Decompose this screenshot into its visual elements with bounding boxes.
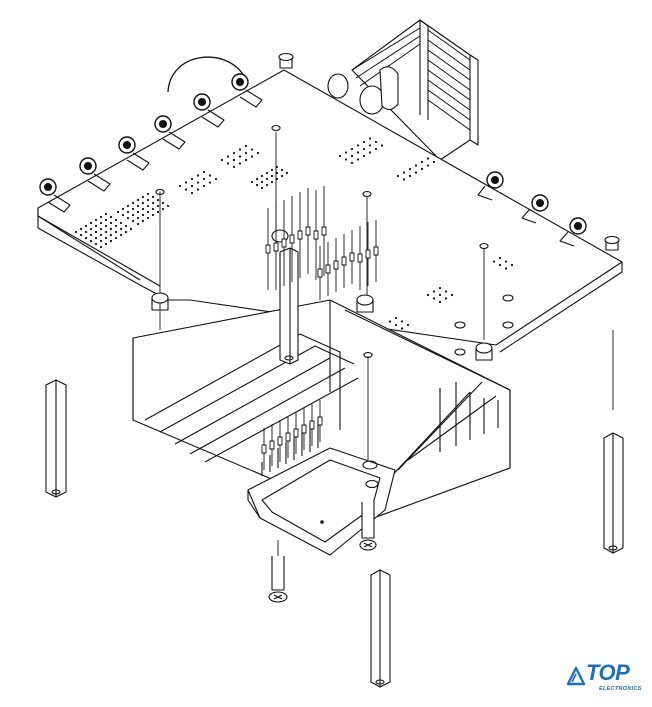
sma-connector-5 — [193, 93, 225, 128]
screw-module — [359, 502, 377, 551]
sma-connector-4 — [154, 115, 186, 150]
standoff-right — [603, 432, 624, 554]
standoff-bottom — [370, 569, 391, 688]
triangle-logo-icon — [566, 666, 586, 686]
mounting-post-top-right — [604, 235, 620, 251]
main-circuit-board — [37, 56, 623, 353]
sma-connector-6 — [231, 73, 263, 108]
brand-tagline: ELECTRONICS — [599, 686, 642, 692]
sma-connector-8 — [521, 194, 549, 224]
mounting-post-top — [278, 52, 294, 69]
rf-connectors-left — [39, 73, 263, 213]
rear-heatsink — [327, 19, 479, 161]
sma-connector-9 — [559, 217, 587, 247]
sma-connector-3 — [118, 136, 150, 171]
vertical-leads — [261, 186, 379, 470]
brand-name: TOP — [586, 660, 630, 685]
assembly-guide-lines — [159, 132, 614, 556]
power-module — [247, 418, 396, 556]
lower-heatsink — [132, 299, 511, 521]
standoff-center — [279, 247, 299, 365]
rf-connectors-right — [278, 52, 620, 251]
screw-bottom — [268, 556, 288, 603]
brand-logo: TOP ELECTRONICS — [566, 660, 646, 700]
sma-connector-1 — [39, 178, 71, 213]
sma-connector-7 — [477, 171, 504, 201]
board-component-pads — [74, 137, 514, 330]
standoff-left — [45, 379, 67, 498]
sma-connector-2 — [79, 157, 111, 192]
